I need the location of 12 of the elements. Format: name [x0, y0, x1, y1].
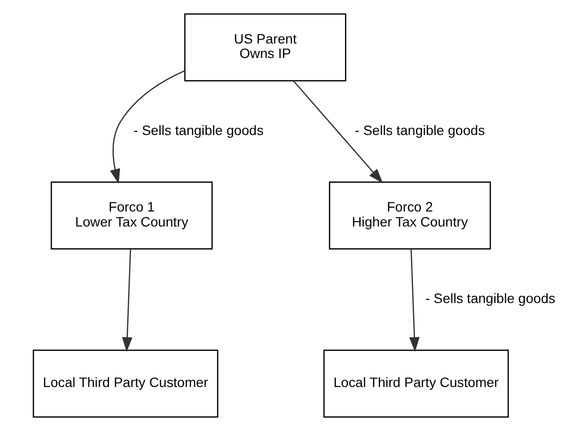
- arrow: [110, 70, 185, 184]
- node-box: US Parent Owns IP: [184, 12, 346, 81]
- edge-label: - Sells tangible goods: [354, 122, 484, 138]
- node-box: Forco 1 Lower Tax Country: [50, 181, 212, 249]
- arrow: [408, 248, 420, 352]
- edge-label: - Sells tangible goods: [424, 290, 555, 306]
- arrow: [122, 248, 132, 352]
- node-box: Local Third Party Customer: [322, 349, 508, 418]
- node-box: Local Third Party Customer: [32, 349, 218, 418]
- edge-label: - Sells tangible goods: [133, 122, 264, 138]
- arrow: [292, 80, 382, 183]
- node-box: Forco 2 Higher Tax Country: [328, 181, 490, 249]
